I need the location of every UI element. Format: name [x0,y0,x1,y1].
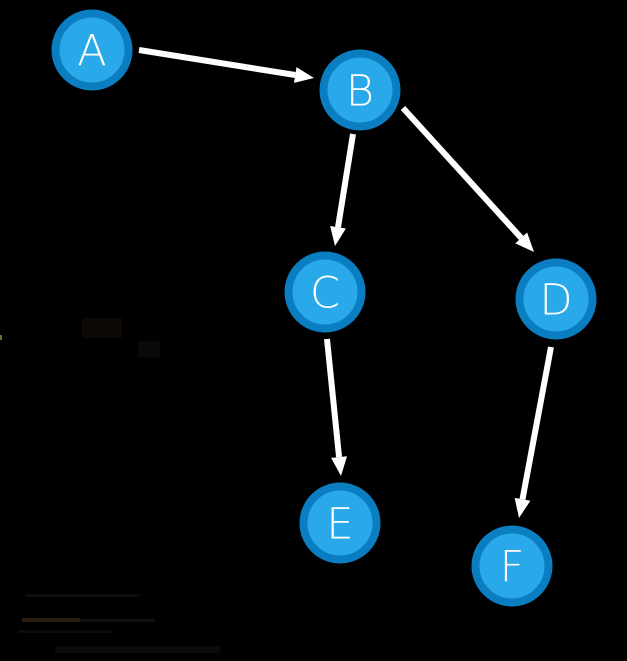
background-artifact [25,594,140,597]
arrowhead-icon [514,497,531,518]
node-B[interactable]: B [319,49,401,131]
node-C-circle[interactable] [284,251,366,333]
background-artifact [55,646,220,653]
edge-line [138,47,296,78]
arrowhead-icon [515,232,534,252]
node-A-circle[interactable] [51,9,133,91]
arrowhead-icon [293,67,314,83]
edge-D-F [514,346,554,518]
edge-B-C [330,133,356,246]
background-artifact [0,335,2,340]
node-D-circle[interactable] [515,258,597,340]
node-F-circle[interactable] [471,525,553,607]
edge-line [400,105,524,240]
edge-line [519,346,554,500]
background-artifact [82,318,122,338]
edge-line [324,338,343,458]
arrowhead-icon [330,225,346,246]
background-artifacts [0,318,220,653]
background-artifact [138,341,160,357]
edge-A-B [138,47,314,83]
node-F[interactable]: F [471,525,553,607]
background-artifact [18,630,113,633]
node-D[interactable]: D [515,258,597,340]
node-E-circle[interactable] [299,482,381,564]
background-artifact [80,619,155,622]
edge-line [335,133,356,228]
arrowhead-icon [331,456,348,476]
node-E[interactable]: E [299,482,381,564]
edge-C-E [324,338,348,476]
edge-B-D [400,105,534,252]
node-B-circle[interactable] [319,49,401,131]
node-A[interactable]: A [51,9,133,91]
background-artifact [22,618,80,622]
node-C[interactable]: C [284,251,366,333]
